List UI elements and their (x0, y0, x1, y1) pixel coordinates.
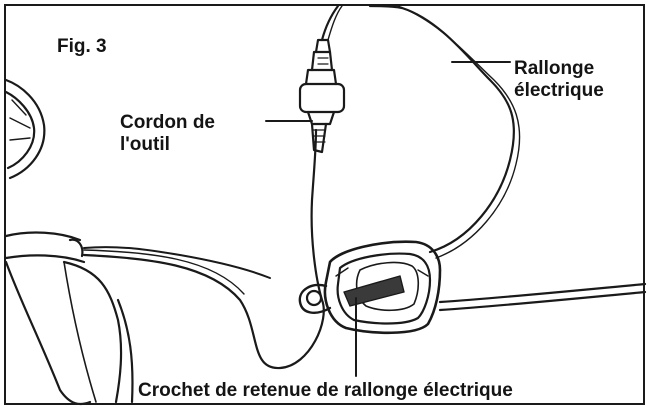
tool-cord (82, 128, 325, 370)
label-tool-cord-line2: l'outil (120, 134, 170, 155)
extension-cord-out (438, 282, 647, 304)
label-extension-cord: Rallonge électrique (514, 58, 604, 102)
retainer-hook (298, 240, 442, 335)
label-extension-cord-line2: électrique (514, 80, 604, 101)
label-tool-cord: Cordon de l'outil (120, 112, 215, 156)
tool-cord-plug (298, 38, 346, 154)
tool-handle-top (4, 78, 46, 180)
label-retainer-hook: Crochet de retenue de rallonge électriqu… (138, 380, 513, 401)
label-extension-cord-line1: Rallonge (514, 58, 595, 79)
label-tool-cord-line1: Cordon de (120, 112, 215, 133)
tool-handle-bottom (4, 231, 271, 406)
figure-title: Fig. 3 (57, 36, 107, 57)
extension-cord (368, 4, 515, 254)
tool-cord-upper (320, 4, 340, 42)
